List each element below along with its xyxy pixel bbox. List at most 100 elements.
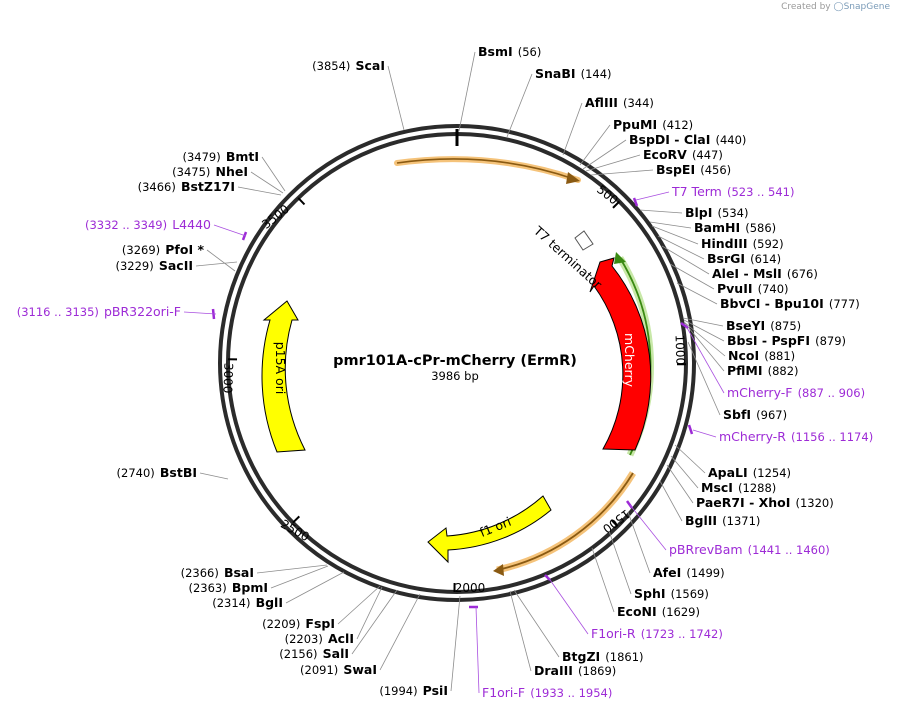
primer-name: pBRrevBam	[669, 542, 743, 557]
site-position: (3269)	[122, 243, 160, 257]
restriction-site-label[interactable]: BsrGI (614)	[707, 248, 781, 267]
site-name: BglI	[256, 595, 283, 610]
site-name: PpuMI	[613, 117, 657, 132]
restriction-site-label[interactable]: BglII (1371)	[685, 510, 760, 529]
restriction-site-label[interactable]: PaeR7I - XhoI (1320)	[696, 492, 834, 511]
tick-mark	[292, 515, 301, 524]
site-leader-line	[337, 585, 381, 625]
restriction-site-label[interactable]: (2366) BsaI	[181, 562, 254, 581]
site-position: (2091)	[300, 663, 338, 677]
site-position: (2209)	[262, 617, 300, 631]
site-leader-line	[651, 225, 699, 245]
restriction-site-label[interactable]: BspEI (456)	[656, 159, 731, 178]
restriction-site-label[interactable]: SnaBI (144)	[535, 63, 612, 82]
site-name: BlpI	[685, 205, 712, 220]
primer-label[interactable]: T7 Term (523 .. 541)	[671, 181, 794, 200]
restriction-site-label[interactable]: (2091) SwaI	[300, 659, 377, 678]
site-position: (676)	[787, 267, 818, 281]
restriction-site-label[interactable]: (2363) BpmI	[189, 577, 269, 596]
restriction-site-label[interactable]: (1994) PsiI	[379, 680, 448, 699]
restriction-site-label[interactable]: EcoRV (447)	[643, 144, 723, 163]
primer-name: F1ori-R	[591, 626, 636, 641]
restriction-site-label[interactable]: BamHI (586)	[694, 217, 776, 236]
restriction-site-label[interactable]: (3479) BmtI	[182, 146, 259, 165]
site-leader-line	[683, 321, 725, 372]
site-leader-line	[450, 595, 461, 692]
site-name: ScaI	[356, 58, 386, 73]
restriction-site-label[interactable]: PvuII (740)	[717, 278, 789, 297]
site-position: (2203)	[285, 632, 323, 646]
restriction-site-label[interactable]: SbfI (967)	[723, 404, 787, 423]
site-leader-line	[582, 139, 627, 170]
restriction-site-label[interactable]: SphI (1569)	[634, 583, 709, 602]
restriction-site-label[interactable]: NcoI (881)	[728, 345, 795, 364]
site-name: AleI - MslI	[712, 266, 782, 281]
site-position: (777)	[829, 297, 860, 311]
restriction-site-label[interactable]: BsmI (56)	[478, 41, 541, 60]
p15a-ori-arrow	[261, 300, 306, 453]
site-position: (967)	[756, 408, 787, 422]
primer-label[interactable]: F1ori-R (1723 .. 1742)	[591, 623, 723, 642]
site-name: BstZ17I	[181, 179, 235, 194]
tick-label: 2000	[455, 581, 486, 595]
primer-label[interactable]: (3332 .. 3349) L4440	[85, 214, 211, 233]
primer-label[interactable]: (3116 .. 3135) pBR322ori-F	[17, 301, 181, 320]
site-name: BglII	[685, 513, 717, 528]
site-name: BbsI - PspFI	[727, 333, 810, 348]
restriction-site-label[interactable]: (2314) BglI	[212, 592, 283, 611]
tick-label: 3500	[259, 202, 292, 232]
restriction-site-label[interactable]: BlpI (534)	[685, 202, 748, 221]
restriction-site-label[interactable]: PpuMI (412)	[613, 114, 693, 133]
primer-label[interactable]: mCherry-F (887 .. 906)	[727, 382, 865, 401]
restriction-site-label[interactable]: (3229) SacII	[116, 255, 194, 274]
site-name: SwaI	[343, 662, 377, 677]
p15a-ori-label: p15A ori	[273, 342, 288, 395]
restriction-site-label[interactable]: MscI (1288)	[701, 477, 776, 496]
top-feature-halo	[394, 156, 581, 183]
restriction-site-label[interactable]: AfeI (1499)	[653, 562, 725, 581]
restriction-site-label[interactable]: (3475) NheI	[172, 161, 248, 180]
restriction-site-label[interactable]: (2203) AclI	[285, 628, 354, 647]
restriction-site-label[interactable]: (2209) FspI	[262, 613, 335, 632]
restriction-site-label[interactable]: BseYI (875)	[726, 315, 801, 334]
restriction-site-label[interactable]: ApaLI (1254)	[708, 462, 791, 481]
primer-name: mCherry-R	[719, 429, 786, 444]
site-name: ApaLI	[708, 465, 748, 480]
site-leader-line	[591, 547, 615, 613]
primer-leader-line	[475, 606, 480, 694]
site-position: (1371)	[722, 514, 760, 528]
restriction-site-label[interactable]: (2156) SalI	[279, 643, 349, 662]
restriction-site-label[interactable]: PflMI (882)	[727, 360, 799, 379]
site-position: (344)	[623, 96, 654, 110]
restriction-site-label[interactable]: (3854) ScaI	[312, 55, 385, 74]
site-position: (534)	[718, 206, 749, 220]
site-position: (1499)	[686, 566, 724, 580]
primer-position: (1441 .. 1460)	[748, 543, 830, 557]
restriction-site-label[interactable]: (3466) BstZ17I	[138, 176, 235, 195]
site-leader-line	[195, 261, 238, 267]
primer-leader-line	[635, 191, 670, 201]
restriction-site-label[interactable]: BtgZI (1861)	[562, 646, 644, 665]
site-name: AflIII	[585, 95, 618, 110]
restriction-site-label[interactable]: BbvCI - Bpu10I (777)	[720, 293, 860, 312]
restriction-site-label[interactable]: DraIII (1869)	[534, 660, 616, 679]
restriction-site-label[interactable]: AflIII (344)	[585, 92, 654, 111]
site-leader-line	[356, 586, 383, 640]
site-position: (3854)	[312, 59, 350, 73]
primer-label[interactable]: mCherry-R (1156 .. 1174)	[719, 426, 873, 445]
restriction-site-label[interactable]: AleI - MslI (676)	[712, 263, 818, 282]
primer-label[interactable]: pBRrevBam (1441 .. 1460)	[669, 539, 830, 558]
restriction-site-label[interactable]: HindIII (592)	[701, 233, 784, 252]
site-name: NheI	[216, 164, 249, 179]
primer-name: mCherry-F	[727, 385, 792, 400]
restriction-site-label[interactable]: BspDI - ClaI (440)	[629, 129, 746, 148]
site-position: (440)	[715, 133, 746, 147]
restriction-site-label[interactable]: (3269) PfoI *	[122, 239, 205, 258]
restriction-site-label[interactable]: EcoNI (1629)	[617, 601, 700, 620]
primer-label[interactable]: F1ori-F (1933 .. 1954)	[482, 682, 612, 701]
restriction-site-label[interactable]: (2740) BstBI	[117, 462, 197, 481]
primer-position: (1933 .. 1954)	[530, 686, 612, 700]
restriction-site-label[interactable]: BbsI - PspFI (879)	[727, 330, 846, 349]
t7-terminator-marker	[574, 230, 594, 251]
